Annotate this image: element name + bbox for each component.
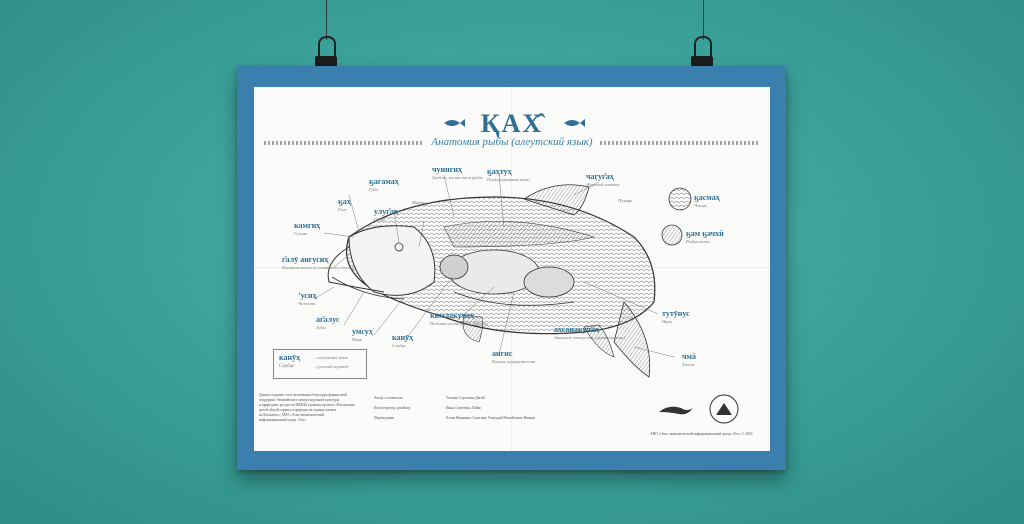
label-qam: ӄам ӄачхӣ	[686, 229, 724, 238]
label-chma: чмā	[682, 352, 696, 361]
translation-qam: Рыбья кожа	[686, 239, 710, 244]
label-angis: ангис	[492, 349, 513, 358]
translation-angis: Кишки, внутренности	[492, 359, 536, 364]
translation-umsux: Язык	[352, 337, 362, 342]
footer-col1: Данное издание стало возможным благодаря…	[259, 393, 354, 423]
label-agalus: аг̂алус	[316, 315, 340, 324]
hanging-wire-left	[326, 0, 327, 40]
footer-name: Инна Сергеевна Лойко	[446, 406, 481, 410]
binder-clip-right	[691, 36, 713, 70]
label-kanux: канӯҳ	[392, 333, 414, 342]
footer-names: Татьяна Сергеевна Дягай Инна Сергеевна Л…	[446, 393, 535, 423]
translation-kimlakuchax: Нижняя часть рыбы, брюшко	[430, 321, 489, 326]
ornament-right	[600, 141, 760, 145]
label-qax: ӄаҳ	[338, 197, 351, 206]
translation-tutunus: Икра	[662, 319, 672, 324]
translation-chuningix: Хребет, кости тела рыбы	[432, 175, 483, 180]
label-axsanakuchax: ахсанакучаҳ	[554, 325, 600, 334]
translation-usix: Челюсть	[298, 301, 316, 306]
label-qaxtux: ӄаҳтуҳ	[487, 167, 512, 176]
footer-copyright: АНО «Этно-экономический информационный ц…	[650, 432, 753, 436]
ornament-left	[264, 141, 424, 145]
footer-col1-line: поддержке Эвенкийского центра коренной к…	[259, 398, 340, 402]
label-chuningix: чунигиҳ	[432, 165, 462, 174]
fish-anatomy-illustration	[313, 119, 692, 378]
label-zhabry: Жабры	[412, 200, 426, 205]
label-puzyr: Пузырь	[618, 198, 633, 203]
binder-clip-left	[315, 36, 337, 70]
label-usix: ʼусиҳ	[298, 291, 317, 300]
poster-title: ҚАХ̂	[480, 109, 544, 138]
hanging-wire-right	[703, 0, 704, 40]
label-kimlakuchax: кимлакучаҳ	[430, 311, 475, 320]
footer-roles: Автор составитель Иллюстратор, дизайнер …	[374, 393, 410, 423]
legend-word: канӯҳ	[279, 353, 301, 362]
footer-logos	[659, 394, 739, 424]
translation-qagamax: Губа	[369, 187, 378, 192]
poster-subtitle: Анатомия рыбы (алеутский язык)	[431, 136, 593, 148]
footer-col1-line: информационный центр «Тех»	[259, 418, 307, 422]
footer-name: Елена Ивановна Салогина, Геннадий Михайл…	[446, 416, 536, 420]
footer-role: Автор составитель	[374, 396, 403, 400]
legend-note-aleut: – алеутский язык	[314, 355, 348, 360]
poster-paper: ҚАХ̂ Анатомия рыбы (алеутский язык)	[254, 87, 770, 451]
translation-galu: Костная часть (в основании у пасти)	[282, 265, 355, 270]
label-qasmax: ӄасмаҳ	[694, 193, 720, 202]
footer-col1-line: целей общей охраны и природы на охраны я…	[259, 408, 336, 412]
label-umsux: умсуҳ	[352, 327, 373, 336]
translation-kanux: Сердце	[392, 343, 406, 348]
translation-chaguga: Жировой плавник	[586, 182, 620, 187]
translation-chma: Хвост	[682, 362, 695, 367]
footer-name: Татьяна Сергеевна Дягай	[446, 396, 485, 400]
translation-qasmax: Чешуя	[694, 203, 707, 208]
footer-role: Иллюстратор, дизайнер	[374, 406, 411, 410]
translation-agalus: Зубы	[316, 325, 326, 330]
legend-note-russian: – русский перевод	[314, 364, 349, 369]
footer-col1-line: на Камчатке», АНО «Этно-экономический	[259, 413, 325, 417]
translation-axsanakuchax: Анальное отверстие (кровяная вена)	[554, 335, 625, 340]
label-chaguga: чаӷуг̂аҳ	[586, 172, 614, 181]
footer-role: Переводчики	[374, 416, 395, 420]
footer-col1-line: Данное издание стало возможным благодаря…	[259, 393, 347, 397]
translation-ulugax: Щека	[374, 217, 385, 222]
label-galu: г̂алӯ ангусиҳ	[282, 255, 329, 264]
footer-col1-line: и природных ресурсов (ФКПК) в рамках про…	[259, 403, 355, 407]
label-tutunus: тутӯнус	[662, 309, 690, 318]
label-qagamax: ӄагамаҳ	[369, 177, 399, 186]
legend-box: канӯҳ Сердце – алеутский язык – русский …	[273, 349, 367, 379]
translation-qax: Глаз	[338, 207, 347, 212]
legend-translation: Сердце	[279, 364, 295, 369]
translation-kamgix: Голова	[294, 231, 307, 236]
label-kamgix: камгиҳ	[294, 221, 321, 230]
label-ulugax: улуг̂аҳ	[374, 207, 398, 216]
translation-qaxtux: Почки (кровяная вена)	[487, 177, 530, 182]
